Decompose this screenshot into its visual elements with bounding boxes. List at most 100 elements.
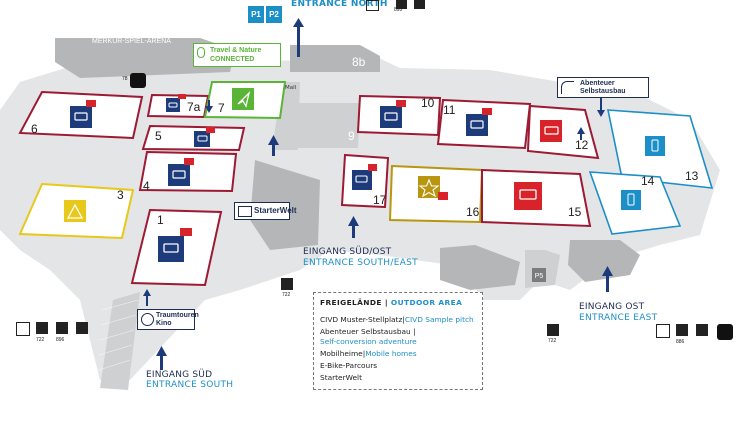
road-icon — [561, 81, 574, 94]
hall-12-outline — [526, 104, 600, 160]
parking-icon — [16, 322, 30, 336]
entrance-north-arrow — [293, 18, 304, 57]
hall-label-13: 13 — [685, 169, 699, 183]
legend-item-2-en: Self-conversion adventure — [320, 337, 417, 346]
merkur-arena-label: MERKUR-SPIEL-ARENA — [92, 38, 171, 45]
service-icon-bus-east — [547, 324, 559, 336]
caravan-icon-hall-7a — [166, 94, 186, 112]
hall-label-7a: 7a — [187, 100, 201, 114]
hall-label-4: 4 — [143, 179, 150, 193]
entrance-east-arrow — [602, 266, 613, 292]
legend-item-3-en: Mobile homes — [365, 349, 417, 358]
hall-label-12: 12 — [575, 138, 589, 152]
bus-icon — [676, 324, 688, 336]
parking-p1-sign: P1 — [248, 6, 264, 23]
legend-item-3-sep: | — [362, 349, 366, 358]
bus-icon — [36, 322, 48, 334]
parking-icon — [366, 0, 379, 11]
caravan-icon-hall-1 — [158, 228, 192, 262]
legend-item-1-en: CIVD Sample pitch — [404, 315, 474, 324]
hall-label-17: 17 — [373, 193, 387, 207]
entrance-east-de: EINGANG OST — [579, 302, 645, 312]
entrance-north-en: ENTRANCE NORTH — [291, 0, 388, 9]
parking-p2-sign: P2 — [266, 6, 282, 23]
service-icon-bus-center — [281, 278, 293, 290]
mall-label: Mall — [285, 85, 297, 91]
people-icon — [141, 313, 154, 326]
outdoor-area-legend: FREIGELÄNDE | OUTDOOR AREA CIVD Muster-S… — [313, 292, 483, 390]
starterwelt-icon — [238, 206, 252, 217]
phone-icon-hall-13 — [645, 136, 665, 156]
legend-item-2-de: Abenteuer Selbstausbau — [320, 327, 411, 336]
hall-label-7: 7 — [218, 101, 225, 115]
hall-label-5: 5 — [155, 129, 162, 143]
hall-12-arrow — [577, 127, 585, 140]
caravan-icon-hall-6 — [70, 100, 96, 128]
caravan-icon-hall-17 — [352, 164, 377, 190]
legend-item-3: Mobilheime|Mobile homes — [320, 350, 417, 357]
hall-label-15: 15 — [568, 205, 582, 219]
caravan-icon-hall-4 — [168, 158, 194, 186]
motorhome-icon-hall-15 — [514, 182, 542, 210]
traumtouren-line2: Kino — [156, 320, 172, 327]
service-east-722: 722 — [548, 338, 557, 344]
taxi-icon — [414, 0, 425, 9]
service-east-886: 886 — [676, 339, 685, 345]
east-entrance-building — [568, 240, 640, 282]
legend-item-1: CIVD Muster-Stellplatz|CIVD Sample pitch — [320, 316, 474, 323]
starterwelt-callout: StarterWelt — [234, 202, 297, 220]
abenteuer-line2: Selbstausbau — [580, 88, 626, 95]
abenteuer-arrow — [597, 96, 605, 117]
service-icons-southwest: 722 896 — [16, 322, 94, 346]
service-north-number: 895 — [394, 7, 403, 13]
taxi-icon — [696, 324, 708, 336]
u-badge-northwest-number: 78 — [122, 76, 128, 82]
legend-title-en: OUTDOOR AREA — [390, 298, 463, 307]
send-arrow-icon-hall-7 — [232, 88, 254, 110]
hall-label-9: 9 — [348, 129, 355, 143]
hall-9-building — [296, 103, 360, 148]
hall-label-3: 3 — [117, 188, 124, 202]
parking-icon — [656, 324, 670, 338]
motorhome-icon-hall-12 — [540, 120, 562, 142]
star-icon-hall-16 — [418, 176, 448, 200]
taxi-icon — [76, 322, 88, 334]
service-icons-north: 895 — [366, 0, 440, 13]
entrance-south-de: EINGANG SÜD — [146, 370, 213, 380]
tent-icon-hall-3 — [64, 200, 86, 222]
legend-item-4: E-Bike-Parcours — [320, 361, 378, 370]
legend-item-5: StarterWelt — [320, 373, 363, 382]
caravan-icon-hall-10 — [380, 100, 406, 128]
legend-item-1-de: CIVD Muster-Stellplatz — [320, 315, 403, 324]
u-badge-northwest — [130, 73, 146, 88]
traumtouren-arrow — [143, 289, 151, 306]
legend-title-de: FREIGELÄNDE — [320, 298, 382, 307]
legend-item-3-de: Mobilheime — [320, 349, 363, 358]
entrance-southeast-de: EINGANG SÜD/OST — [303, 247, 392, 257]
traumtouren-line1: Traumtouren — [156, 312, 199, 319]
hall-label-16: 16 — [466, 205, 480, 219]
bus-icon — [396, 0, 407, 9]
merkur-arena — [55, 38, 235, 78]
service-sw-896: 896 — [56, 337, 65, 343]
phone-icon-hall-14 — [621, 190, 641, 210]
east-building-1 — [440, 245, 520, 290]
entrance-south-en: ENTRANCE SOUTH — [146, 380, 234, 390]
hall-label-8b: 8b — [352, 55, 366, 69]
entrance-southeast-arrow — [348, 216, 359, 238]
travel-nature-callout: Travel & Nature CONNECTED — [193, 43, 281, 67]
legend-item-2: Abenteuer Selbstausbau | — [320, 328, 416, 335]
entrance-east-en: ENTRANCE EAST — [579, 313, 658, 323]
hall-label-6-main: 6 — [31, 122, 38, 136]
legend-item-1-sep: | — [402, 315, 405, 324]
mall-arrow — [268, 135, 279, 156]
microphone-icon — [197, 47, 205, 58]
hall-8b-building — [290, 45, 380, 72]
entrance-southeast-en: ENTRANCE SOUTH/EAST — [303, 258, 418, 268]
legend-item-2-sep: | — [410, 327, 416, 336]
caravan-icon-hall-5 — [194, 127, 215, 147]
legend-title: FREIGELÄNDE | OUTDOOR AREA — [320, 299, 462, 306]
parking-icon-p5: P5 — [532, 268, 546, 282]
